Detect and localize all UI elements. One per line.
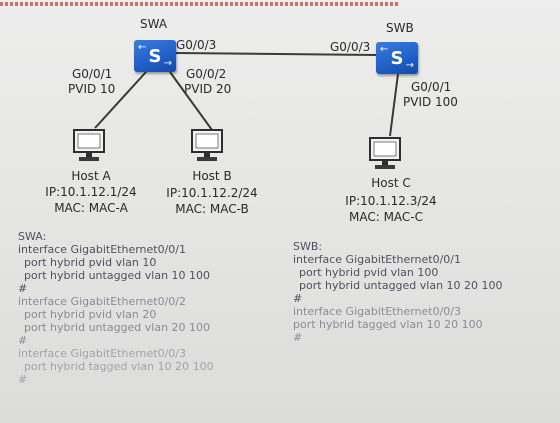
link-swa-hosta — [94, 71, 147, 129]
config-line: port hybrid untagged vlan 10 100 — [24, 269, 211, 282]
switch-b: ← → S — [376, 42, 418, 74]
config-line: port hybrid pvid vlan 100 — [299, 266, 439, 279]
pvid-label-swa-g002: PVID 20 — [184, 82, 232, 96]
monitor-icon — [191, 129, 223, 161]
config-title: SWB: — [293, 240, 323, 253]
host-b-ip: IP:10.1.12.2/24 — [166, 186, 258, 200]
config-line: interface GigabitEthernet0/0/1 — [293, 253, 462, 266]
switch-a: ← → S — [134, 40, 176, 72]
switch-icon: S — [148, 46, 162, 67]
port-label-swb-g001: G0/0/1 — [411, 80, 452, 94]
link-swb-hostc — [389, 73, 399, 137]
config-line: port hybrid pvid vlan 10 — [24, 256, 157, 269]
config-line: interface GigabitEthernet0/0/3 — [293, 305, 462, 318]
pvid-label-swb-g001: PVID 100 — [403, 95, 458, 109]
link-swa-swb — [175, 52, 377, 56]
pvid-label-swa-g001: PVID 10 — [68, 82, 116, 96]
config-swb: SWB: interface GigabitEthernet0/0/1 port… — [293, 240, 503, 344]
port-label-swa-g003: G0/0/3 — [176, 38, 217, 52]
host-a-mac: MAC: MAC-A — [54, 201, 128, 215]
port-label-swa-g001: G0/0/1 — [72, 67, 113, 81]
config-line: port hybrid pvid vlan 20 — [24, 308, 157, 321]
config-swa: SWA: interface GigabitEthernet0/0/1 port… — [18, 230, 214, 386]
port-label-swb-g003: G0/0/3 — [330, 40, 371, 54]
host-c-ip: IP:10.1.12.3/24 — [345, 194, 437, 208]
host-c-name: Host C — [371, 176, 411, 190]
config-line: interface GigabitEthernet0/0/3 — [18, 347, 187, 360]
config-title: SWA: — [18, 230, 47, 243]
port-label-swa-g002: G0/0/2 — [186, 67, 227, 81]
host-a-name: Host A — [71, 169, 111, 183]
red-underline-scribble — [0, 2, 400, 6]
config-line: interface GigabitEthernet0/0/1 — [18, 243, 187, 256]
config-line: # — [18, 373, 28, 386]
arrow-right-icon: → — [163, 58, 172, 69]
link-swa-hostb — [169, 71, 213, 131]
switch-a-label: SWA — [140, 17, 168, 31]
config-line: port hybrid tagged vlan 10 20 100 — [24, 360, 214, 373]
config-line: port hybrid untagged vlan 20 100 — [24, 321, 211, 334]
config-line: # — [18, 282, 28, 295]
arrow-left-icon: ← — [380, 44, 389, 55]
config-line: port hybrid tagged vlan 10 20 100 — [293, 318, 483, 331]
config-line: # — [293, 292, 303, 305]
config-line: port hybrid untagged vlan 10 20 100 — [299, 279, 503, 292]
arrow-right-icon: → — [405, 60, 414, 71]
config-line: # — [293, 331, 303, 344]
monitor-icon — [73, 129, 105, 161]
config-line: # — [18, 334, 28, 347]
arrow-left-icon: ← — [138, 42, 147, 53]
host-b-name: Host B — [192, 169, 232, 183]
host-a-ip: IP:10.1.12.1/24 — [45, 185, 137, 199]
switch-b-label: SWB — [386, 21, 414, 35]
host-c-mac: MAC: MAC-C — [348, 210, 424, 224]
monitor-icon — [369, 137, 401, 169]
config-line: interface GigabitEthernet0/0/2 — [18, 295, 187, 308]
switch-icon: S — [390, 48, 404, 69]
host-b-mac: MAC: MAC-B — [175, 202, 249, 216]
